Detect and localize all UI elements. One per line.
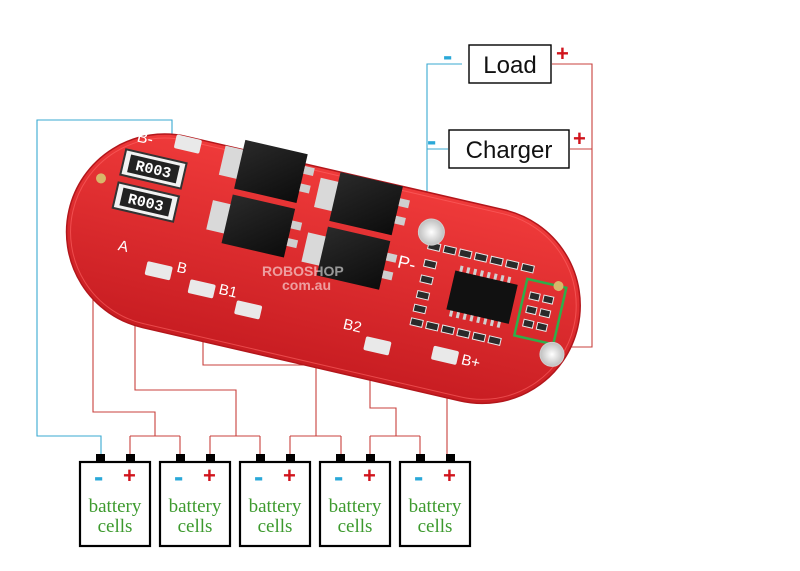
- pad-p-minus: [417, 218, 445, 246]
- cell-positive-terminal: [206, 454, 215, 462]
- wire-tap-b: [134, 272, 261, 462]
- mount-hole-left: [95, 173, 106, 184]
- wire-tap-a: [92, 243, 181, 462]
- mosfet-1: [218, 139, 315, 203]
- cell-negative-terminal: [256, 454, 265, 462]
- pad-b: [187, 279, 216, 299]
- cell-label-line2: cells: [178, 516, 213, 537]
- pad-b2: [363, 336, 392, 356]
- mount-hole-right: [553, 281, 564, 292]
- cell-label-line2: cells: [418, 516, 453, 537]
- silk-b-minus: B-: [135, 129, 154, 149]
- smd-components: [409, 241, 555, 346]
- cell-body: [78, 460, 152, 548]
- load-label: Load: [483, 52, 536, 79]
- load-box: [468, 44, 552, 84]
- silk-b2: B2: [342, 316, 364, 337]
- mosfet-4: [301, 226, 398, 290]
- shunt-resistor-2: R003: [111, 181, 181, 223]
- cell-minus-sign: -: [94, 461, 103, 492]
- cell-positive-terminal: [366, 454, 375, 462]
- cell-positive-terminal: [446, 454, 455, 462]
- mosfet-2: [314, 172, 410, 236]
- cell-negative-terminal: [416, 454, 425, 462]
- load-terminal: - Load +: [443, 40, 569, 84]
- pad-a: [144, 261, 173, 281]
- cell-plus-sign: +: [123, 463, 136, 488]
- cell-label-line2: cells: [338, 516, 373, 537]
- cell-label-line1: battery: [329, 496, 382, 517]
- charger-plus-sign: +: [573, 126, 586, 151]
- silk-p-minus: P-: [396, 252, 418, 276]
- pad-b-minus: [174, 134, 202, 154]
- silk-b-plus: B+: [460, 351, 482, 372]
- wire-load-plus: [552, 63, 593, 348]
- solder-pads: [144, 134, 459, 365]
- wire-load-minus: [426, 63, 462, 232]
- cell-body: [238, 460, 312, 548]
- cell-label-line2: cells: [258, 516, 293, 537]
- wiring: [36, 63, 593, 462]
- battery-cells: -+batterycells-+batterycells-+batterycel…: [78, 454, 472, 548]
- silk-b: B: [175, 259, 189, 278]
- load-plus-sign: +: [556, 41, 569, 66]
- cell-label-line2: cells: [98, 516, 133, 537]
- load-minus-sign: -: [443, 40, 452, 71]
- cell-positive-terminal: [286, 454, 295, 462]
- cell-minus-sign: -: [414, 461, 423, 492]
- pad-b1: [234, 300, 263, 320]
- cell-minus-sign: -: [334, 461, 343, 492]
- silk-b1: B1: [217, 281, 239, 302]
- protection-ic: [446, 265, 518, 328]
- wire-tap-b2: [369, 352, 421, 462]
- cell-plus-sign: +: [363, 463, 376, 488]
- charger-box: [448, 129, 570, 169]
- shunt-resistor-1: R003: [119, 148, 188, 190]
- cell-minus-sign: -: [254, 461, 263, 492]
- cell-label-line1: battery: [249, 496, 302, 517]
- balance-section-highlight: [512, 277, 568, 346]
- pad-p-plus: [539, 341, 565, 367]
- pad-b-plus: [431, 345, 459, 365]
- charger-minus-sign: -: [427, 125, 436, 156]
- cell-plus-sign: +: [443, 463, 456, 488]
- watermark-line2: com.au: [282, 277, 331, 293]
- cell-plus-sign: +: [283, 463, 296, 488]
- cell-negative-terminal: [336, 454, 345, 462]
- cell-label-line1: battery: [409, 496, 462, 517]
- silk-a: A: [116, 237, 130, 256]
- wire-tap-b1: [202, 300, 342, 462]
- pcb-board: R003 R003: [65, 129, 581, 405]
- charger-terminal: - Charger +: [427, 125, 586, 169]
- mosfet-3: [206, 194, 303, 258]
- wire-b-minus: [36, 119, 173, 462]
- cell-body: [318, 460, 392, 548]
- cell-label-line1: battery: [169, 496, 222, 517]
- cell-negative-terminal: [96, 454, 105, 462]
- cell-body: [398, 460, 472, 548]
- cell-minus-sign: -: [174, 461, 183, 492]
- cell-label-line1: battery: [89, 496, 142, 517]
- cell-body: [158, 460, 232, 548]
- cell-negative-terminal: [176, 454, 185, 462]
- cell-positive-terminal: [126, 454, 135, 462]
- cell-plus-sign: +: [203, 463, 216, 488]
- charger-label: Charger: [466, 137, 553, 164]
- watermark-line1: ROBOSHOP: [262, 263, 344, 279]
